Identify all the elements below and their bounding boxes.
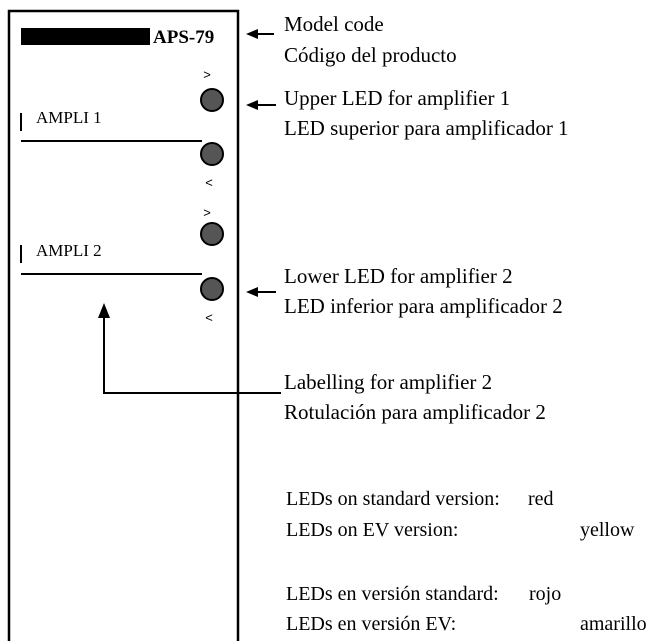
note-en-standard-label: LEDs on standard version: xyxy=(286,488,500,510)
model-bar xyxy=(21,28,150,45)
ch2-up-arrow-symbol: > xyxy=(203,205,211,220)
model-code-text: APS-79 xyxy=(153,27,214,48)
lower-led-callout-es: LED inferior para amplificador 2 xyxy=(284,294,563,318)
labelling-pointer xyxy=(98,303,281,394)
labelling-callout-es: Rotulación para amplificador 2 xyxy=(284,400,546,424)
upper-led-callout-en: Upper LED for amplifier 1 xyxy=(284,86,510,110)
upper-led-callout-es: LED superior para amplificador 1 xyxy=(284,116,569,140)
model-code-callout-es: Código del producto xyxy=(284,43,457,67)
model-code-callout-en: Model code xyxy=(284,12,384,36)
note-en-ev-label: LEDs on EV version: xyxy=(286,519,458,541)
lower-led-callout-en: Lower LED for amplifier 2 xyxy=(284,264,513,288)
ch1-label: AMPLI 1 xyxy=(36,108,102,127)
note-es-standard-value: rojo xyxy=(529,583,561,605)
ch1-upper-led xyxy=(200,88,224,112)
note-es-ev-value: amarillo xyxy=(580,613,647,635)
ch1-down-arrow-symbol: < xyxy=(205,175,213,190)
ch2-lower-led xyxy=(200,277,224,301)
ch1-up-arrow-symbol: > xyxy=(203,67,211,82)
upper-led-pointer xyxy=(246,100,276,110)
note-en-ev-value: yellow xyxy=(580,519,635,541)
note-es-standard-label: LEDs en versión standard: xyxy=(286,583,499,605)
note-es-ev-label: LEDs en versión EV: xyxy=(286,613,456,635)
ch2-down-arrow-symbol: < xyxy=(205,310,213,325)
ch2-label: AMPLI 2 xyxy=(36,241,102,260)
ch1-lower-led xyxy=(200,142,224,166)
model-code-pointer xyxy=(246,29,274,39)
ch2-upper-led xyxy=(200,222,224,246)
panel-outline xyxy=(7,9,240,641)
note-en-standard-value: red xyxy=(528,488,554,510)
labelling-callout-en: Labelling for amplifier 2 xyxy=(284,370,492,394)
lower-led-pointer xyxy=(246,287,276,297)
